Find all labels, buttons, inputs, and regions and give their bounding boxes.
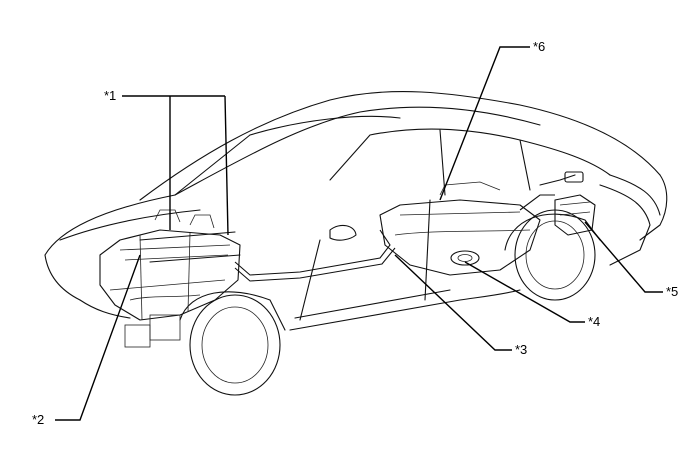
fuel-tank [379,181,541,276]
engine-assembly [99,209,241,348]
leader-lines [55,46,663,421]
callout-label-3: *3 [515,342,528,357]
front-wheel [179,291,286,396]
car-body [44,91,668,331]
callout-label-4: *4 [588,314,601,329]
callout-label-1: *1 [104,88,117,103]
fuel-line [234,229,391,276]
canister [519,171,596,236]
callout-label-5: *5 [666,284,679,299]
callout-label-6: *6 [533,39,546,54]
callout-label-2: *2 [32,412,45,427]
